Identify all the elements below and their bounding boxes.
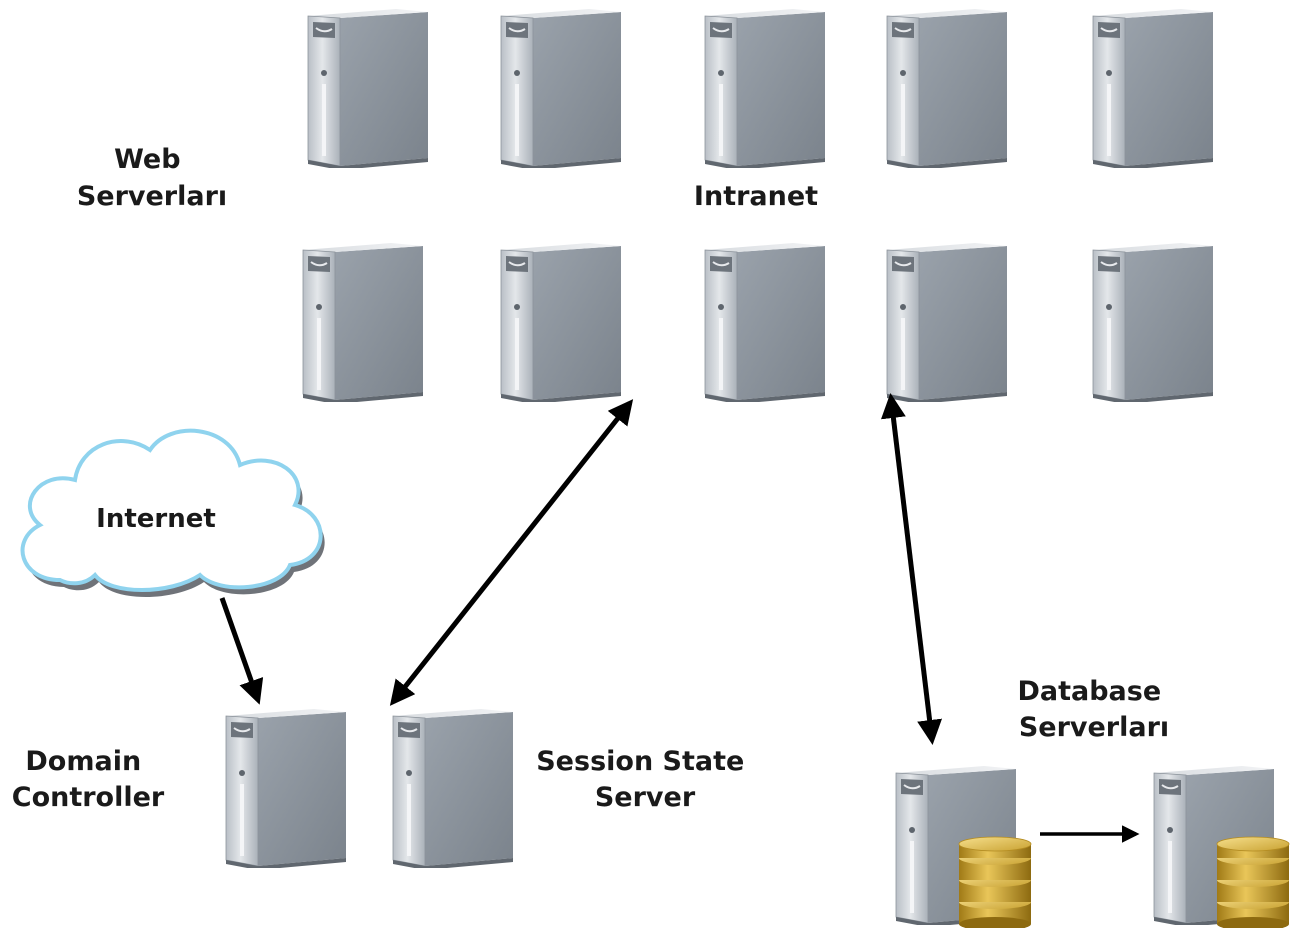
cloud-icon: [20, 428, 325, 597]
intranet-label: Intranet: [694, 181, 818, 212]
web-server-icon: [302, 242, 424, 402]
web-server-icon: [500, 8, 622, 168]
session-to-intranet-arrow: [389, 399, 634, 706]
database-servers-label: Database Serverları: [1017, 676, 1170, 743]
domain-controller-server-icon: [225, 708, 347, 868]
session-state-server-label: Session State Server: [536, 746, 754, 813]
web-servers-label: Web Serverları: [77, 144, 227, 212]
web-server-icon: [704, 8, 826, 168]
session-state-server-icon: [392, 708, 514, 868]
web-server-icon: [307, 8, 429, 168]
intranet-to-database-arrow: [880, 393, 943, 745]
web-server-icon: [1092, 242, 1214, 402]
domain-controller-label: Domain Controller: [12, 746, 165, 813]
web-server-icon: [704, 242, 826, 402]
internet-label: Internet: [96, 504, 216, 534]
database-stack-icon: [1216, 836, 1290, 928]
web-server-icon: [500, 242, 622, 402]
web-server-icon: [886, 242, 1008, 402]
web-server-icon: [1092, 8, 1214, 168]
database-stack-icon: [958, 836, 1032, 928]
internet-to-domain-arrow: [219, 597, 264, 705]
web-server-icon: [886, 8, 1008, 168]
